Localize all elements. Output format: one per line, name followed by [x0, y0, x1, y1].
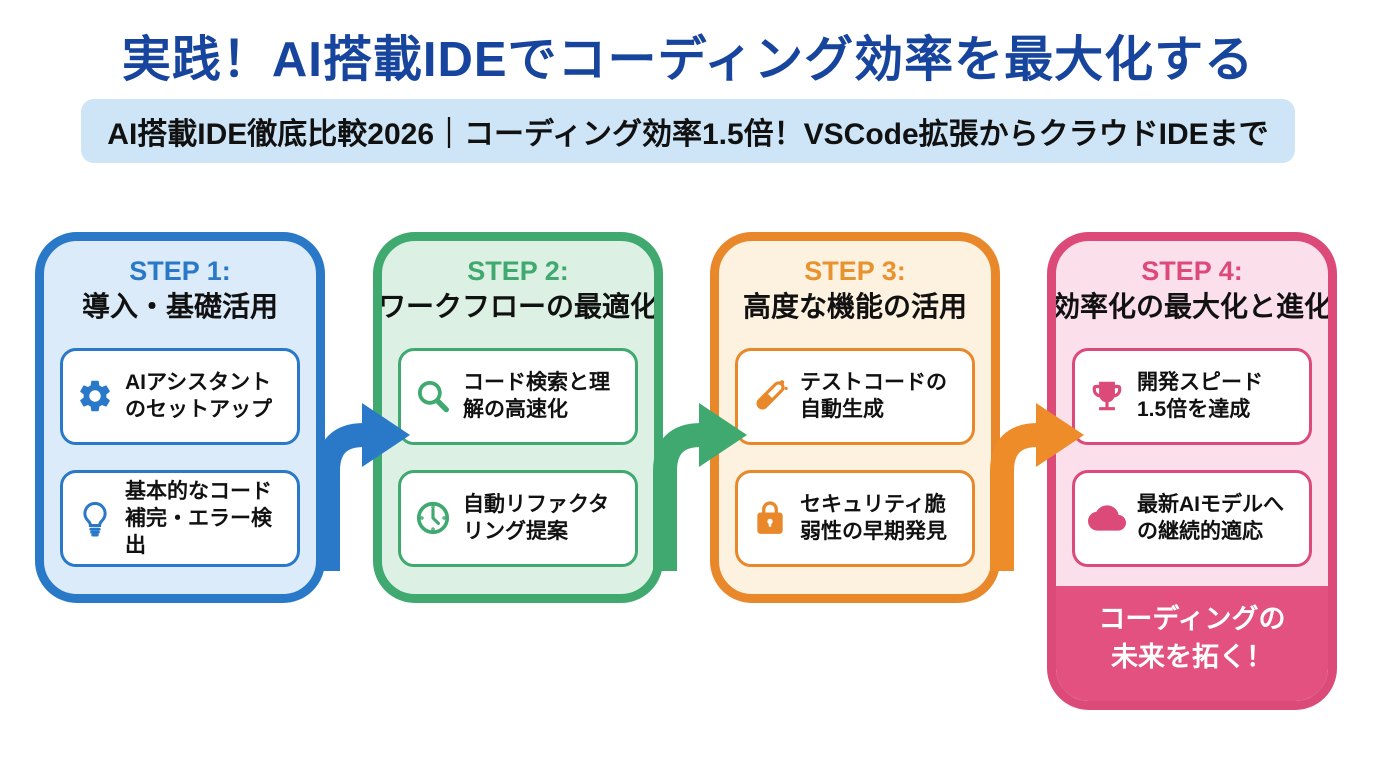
lock-icon: [751, 499, 789, 537]
step2-item-auto-refactoring: 自動リファクタ リング提案: [398, 469, 638, 567]
step1-item2-text: 基本的なコード 補完・エラー検 出: [125, 479, 272, 558]
arrow-step2-to-step3: [633, 358, 755, 573]
step3-item2-text: セキュリティ脆 弱性の早期発見: [800, 493, 947, 544]
step4-item2-text: 最新AIモデルへ の継続的適応: [1137, 493, 1284, 544]
step3-item-test-generation: テストコードの 自動生成: [735, 347, 975, 445]
cloud-icon: [1088, 499, 1126, 537]
search-icon: [414, 377, 452, 415]
step1-item-ai-assistant-setup: AIアシスタント のセットアップ: [60, 347, 300, 445]
step3-item-security-detection: セキュリティ脆 弱性の早期発見: [735, 469, 975, 567]
clock-icon: [414, 499, 452, 537]
step3-body: STEP 3: 高度な機能の活用 テストコードの 自: [719, 241, 991, 567]
arrow-step1-to-step2: [296, 358, 418, 573]
step4-items: 開発スピード 1.5倍を達成 最新AIモデルへ の継続的適応: [1072, 347, 1312, 567]
trophy-icon: [1088, 377, 1126, 415]
step2-label: STEP 2:: [467, 256, 569, 286]
step1-body: STEP 1: 導入・基礎活用 AIアシスタント のセットアップ: [44, 241, 316, 567]
step2-title: ワークフローの最適化: [378, 291, 659, 323]
step4-footer-banner: コーディングの 未来を拓く！: [1056, 586, 1328, 701]
step1-item1-text: AIアシスタント のセットアップ: [125, 371, 272, 422]
step4-item-ai-model-adaptation: 最新AIモデルへ の継続的適応: [1072, 469, 1312, 567]
subtitle-row: AI搭載IDE徹底比較2026｜コーディング効率1.5倍！VSCode拡張からク…: [0, 99, 1376, 163]
page-title: 実践！AI搭載IDEでコーディング効率を最大化する: [121, 33, 1255, 87]
step3-title: 高度な機能の活用: [742, 291, 967, 323]
step1-item-code-completion: 基本的なコード 補完・エラー検 出: [60, 469, 300, 567]
step3-item1-text: テストコードの 自動生成: [800, 371, 947, 422]
step1-card: STEP 1: 導入・基礎活用 AIアシスタント のセットアップ: [35, 232, 325, 603]
step4-item-dev-speed: 開発スピード 1.5倍を達成: [1072, 347, 1312, 445]
arrow-step3-to-step4: [970, 358, 1092, 573]
lightbulb-icon: [76, 499, 114, 537]
step2-items: コード検索と理 解の高速化 自動リファクタ リング提案: [398, 347, 638, 567]
step3-label: STEP 3:: [804, 256, 906, 286]
step2-item-code-search: コード検索と理 解の高速化: [398, 347, 638, 445]
step3-card: STEP 3: 高度な機能の活用 テストコードの 自: [710, 232, 1000, 603]
step3-items: テストコードの 自動生成 セキュリティ脆 弱性の早期発見: [735, 347, 975, 567]
step2-item2-text: 自動リファクタ リング提案: [463, 493, 610, 544]
subtitle-badge: AI搭載IDE徹底比較2026｜コーディング効率1.5倍！VSCode拡張からク…: [81, 99, 1295, 163]
step2-card: STEP 2: ワークフローの最適化 コード検索と理 解の高速化: [373, 232, 663, 603]
step4-title: 効率化の最大化と進化: [1052, 291, 1333, 323]
step4-body: STEP 4: 効率化の最大化と進化 開発スピード 1.5倍を達成 最新AIモデ…: [1056, 241, 1328, 567]
step4-item1-text: 開発スピード 1.5倍を達成: [1137, 371, 1263, 422]
step4-label: STEP 4:: [1141, 256, 1243, 286]
step1-title: 導入・基礎活用: [81, 291, 278, 323]
gear-icon: [76, 377, 114, 415]
test-tube-icon: [751, 377, 789, 415]
step1-label: STEP 1:: [129, 256, 231, 286]
step2-item1-text: コード検索と理 解の高速化: [463, 371, 610, 422]
step2-body: STEP 2: ワークフローの最適化 コード検索と理 解の高速化: [382, 241, 654, 567]
step4-card: STEP 4: 効率化の最大化と進化 開発スピード 1.5倍を達成 最新AIモデ…: [1047, 232, 1337, 710]
step1-items: AIアシスタント のセットアップ 基本的なコード 補完・エラー検 出: [60, 347, 300, 567]
